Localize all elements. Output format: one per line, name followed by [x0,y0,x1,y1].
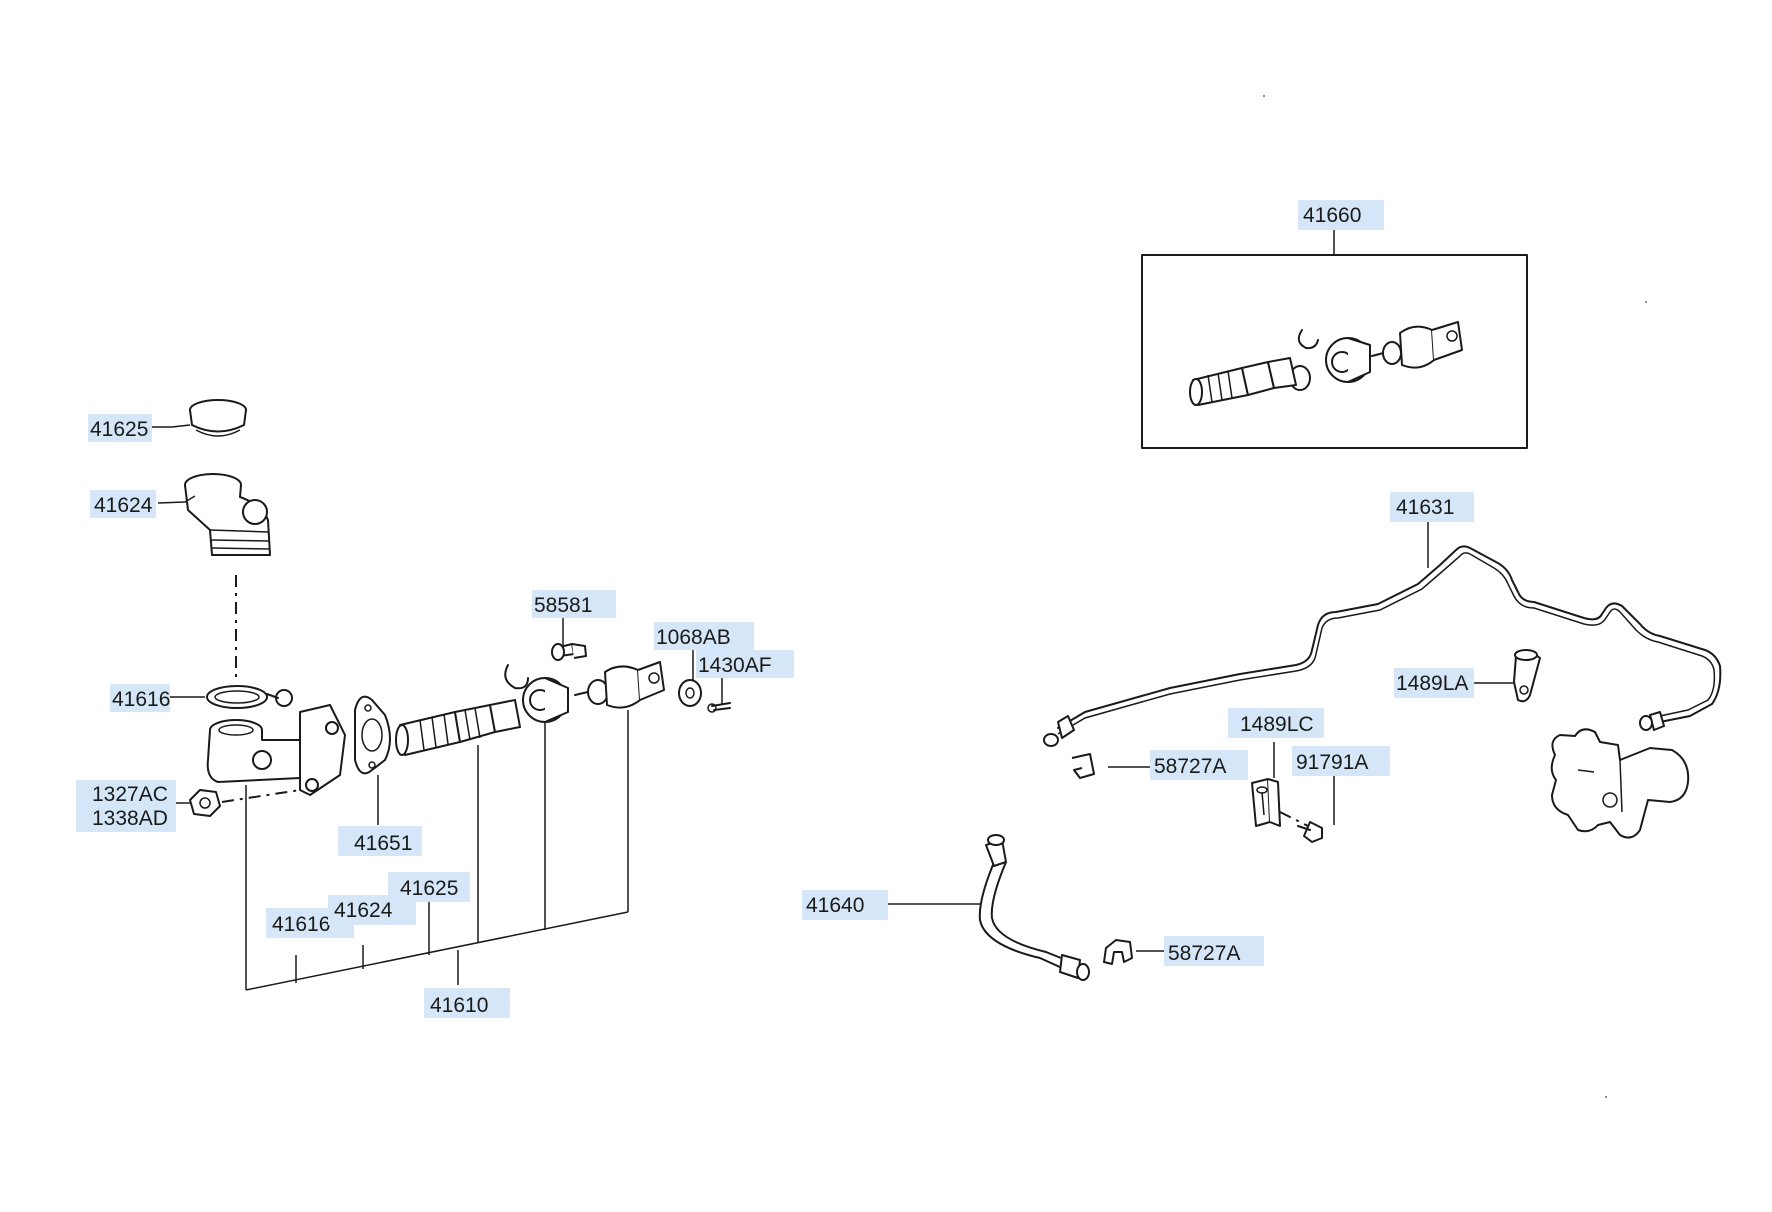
svg-text:41660: 41660 [1303,204,1361,227]
svg-text:1430AF: 1430AF [698,654,772,677]
label-1068AB: 1068AB [654,622,754,650]
label-1430AF: 1430AF [696,650,794,678]
svg-text:1327AC: 1327AC [92,783,168,806]
clutch-line-tube [1043,519,1722,747]
label-41631: 41631 [1390,492,1474,522]
flex-hose-41640-part [885,834,1090,981]
svg-text:41625: 41625 [90,418,148,441]
assembly-bracket-41610 [245,710,629,991]
label-41624-top: 41624 [90,490,156,518]
svg-text:41624: 41624 [334,899,393,922]
scan-speck [1605,1096,1607,1098]
bracket-1489LA-part [1472,649,1541,703]
svg-text:41624: 41624 [94,494,153,517]
label-41616-side: 41616 [110,684,170,712]
label-91791A: 91791A [1292,746,1390,776]
svg-text:91791A: 91791A [1296,751,1368,774]
svg-text:41616: 41616 [272,913,330,936]
svg-text:1489LA: 1489LA [1396,672,1468,695]
label-58727A-lower: 58727A [1164,936,1264,966]
bolt-part [551,643,587,661]
boot-part [522,677,569,723]
washer-part [678,679,702,707]
svg-text:41631: 41631 [1396,496,1454,519]
repair-kit-box [1141,227,1528,449]
cotter-pin-part [707,702,731,713]
label-41610: 41610 [424,988,510,1018]
master-cylinder-body [206,704,346,796]
svg-text:1489LC: 1489LC [1240,713,1314,736]
svg-text:41625: 41625 [400,877,458,900]
svg-text:41610: 41610 [430,994,488,1017]
bracket-1489LC-part [1251,742,1281,827]
label-58581: 58581 [532,590,616,618]
label-58727A-upper: 58727A [1150,750,1248,780]
label-41625-bottom: 41625 [388,872,470,902]
label-1327AC-1338AD: 1327AC 1338AD [76,780,176,832]
snap-ring-part [504,664,529,690]
reservoir-cap-part [189,399,247,437]
slave-cylinder-part [1550,728,1690,839]
svg-text:58581: 58581 [534,594,592,617]
hose-clamp-part [206,685,293,709]
scan-speck [1645,301,1647,303]
gasket-part [354,695,391,775]
nut-part [189,789,301,817]
svg-text:41651: 41651 [354,832,412,855]
piston-spring-part [395,699,521,756]
svg-text:58727A: 58727A [1154,755,1226,778]
svg-text:1338AD: 1338AD [92,807,168,830]
scan-speck [1263,95,1265,97]
svg-text:58727A: 58727A [1168,942,1240,965]
leader-lines-left [150,424,723,825]
label-41640: 41640 [802,890,888,920]
clip-58727A-upper-part [1071,753,1150,779]
label-41651: 41651 [338,826,422,856]
push-rod-part [574,661,665,709]
svg-text:41616: 41616 [112,688,170,711]
label-41660: 41660 [1298,200,1384,230]
label-41624-bottom: 41624 [328,895,416,925]
svg-text:41640: 41640 [806,894,864,917]
label-1489LC: 1489LC [1228,708,1324,738]
label-41625-top: 41625 [88,414,152,442]
label-1489LA: 1489LA [1394,668,1474,698]
clip-58727A-lower-part [1103,939,1170,965]
svg-text:1068AB: 1068AB [656,626,731,649]
reservoir-hose-part [184,473,271,556]
